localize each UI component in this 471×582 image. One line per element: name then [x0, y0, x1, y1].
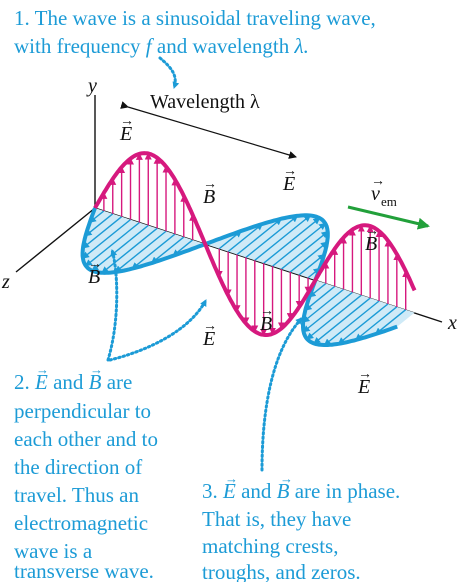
b-field-vector: [289, 241, 328, 273]
z-axis-label: z: [1, 271, 10, 293]
e-label-crest-2: E: [282, 173, 295, 195]
note3-line4: troughs, and zeros.: [202, 560, 361, 582]
b-field-vector: [354, 306, 398, 341]
note1-frequency-symbol: f: [146, 34, 155, 58]
b-field-vector: [374, 309, 407, 335]
b-field-vector: [245, 215, 299, 258]
b-field-vector: [82, 219, 131, 259]
note2-line6: electromagnetic: [14, 511, 148, 535]
note2-e-symbol: E: [34, 370, 48, 394]
note2-and: and: [48, 370, 89, 394]
note3-and: and: [236, 479, 277, 503]
b-label-2-arrow: →: [365, 224, 379, 239]
b-label-2: B: [365, 233, 377, 255]
b-label-3-arrow: →: [88, 257, 102, 272]
note2-line2: perpendicular to: [14, 399, 151, 423]
b-field-vector: [298, 253, 326, 276]
b-field-vectors: [82, 210, 407, 346]
b-field-vector: [131, 233, 176, 270]
z-axis: [15, 207, 96, 273]
note3-line2: That is, they have: [202, 507, 351, 531]
e-label-trough-1-arrow: →: [203, 319, 217, 334]
note2-line1: 2. E and B are: [14, 370, 132, 394]
y-axis-label: y: [86, 75, 97, 97]
e-field-wave: [93, 151, 417, 337]
b-label-1: B: [203, 186, 215, 208]
note2: 2. E and B are → → perpendicular to each…: [14, 362, 158, 582]
b-field-vector: [302, 288, 345, 323]
note2-pointers: [106, 248, 208, 362]
axes: [15, 95, 443, 323]
b-field-vector: [323, 300, 380, 346]
b-field-vector: [114, 230, 167, 273]
note3-b-symbol: B: [277, 479, 290, 503]
note2-pointer-e: [108, 298, 208, 362]
velocity-subscript: em: [381, 194, 397, 209]
note3: 3. E and B are in phase. → → That is, th…: [202, 471, 400, 582]
velocity-arrow: [347, 205, 430, 230]
wavelength-dimension-arrow: [120, 101, 297, 159]
b-field-vector: [304, 285, 336, 311]
b-field-vector: [91, 224, 149, 272]
b-field-vector: [337, 303, 389, 345]
b-field-vector: [85, 221, 140, 267]
x-axis-label: x: [447, 312, 457, 334]
velocity-symbol: v: [371, 183, 380, 205]
b-label-3: B: [88, 266, 100, 288]
note3-e-symbol: E: [222, 479, 236, 503]
b-field-wave: [80, 207, 398, 347]
b-field-vector: [263, 217, 321, 264]
note2-line5: travel. Thus an: [14, 483, 139, 507]
e-label-crest-1: E: [119, 123, 132, 145]
note1-pointer: [158, 56, 180, 90]
e-label-crest-1-arrow: →: [120, 114, 134, 129]
note1-line2: with frequency f and wavelength λ.: [14, 34, 309, 58]
e-label-trough-2: E: [357, 376, 370, 398]
note3-rest: are in phase.: [289, 479, 400, 503]
note2-number: 2.: [14, 370, 35, 394]
b-field-vector: [272, 222, 327, 267]
b-label-4: B: [260, 313, 272, 335]
b-field-vector: [254, 214, 312, 261]
note3-number: 3.: [202, 479, 223, 503]
note2-line7: wave is a: [14, 539, 93, 563]
note2-e-arrow: →: [36, 362, 49, 377]
note3-e-arrow: →: [225, 471, 238, 486]
note3-b-arrow: →: [280, 471, 293, 486]
e-label-trough-2-arrow: →: [358, 367, 372, 382]
note2-pointer-b: [106, 248, 119, 362]
b-label-1-arrow: →: [203, 177, 217, 192]
note3-pointer: [260, 316, 304, 472]
b-field-vector: [302, 291, 353, 333]
note2-line3: each other and to: [14, 427, 158, 451]
b-field-vector: [236, 218, 283, 256]
b-field-vector: [82, 216, 123, 249]
note2-line4: the direction of: [14, 455, 142, 479]
note2-b-symbol: B: [89, 370, 102, 394]
note2-line8: transverse wave.: [14, 559, 154, 582]
velocity-label: v em →: [371, 174, 397, 209]
note1-line2-pre: with frequency: [14, 34, 146, 58]
e-label-crest-2-arrow: →: [283, 164, 297, 179]
note1-line1: 1. The wave is a sinusoidal traveling wa…: [14, 6, 376, 30]
b-field-vector: [150, 236, 185, 264]
note2-b-arrow: →: [90, 362, 103, 377]
b-field-vector: [280, 231, 329, 270]
wavelength-label: Wavelength λ: [150, 91, 260, 113]
note3-line1: 3. E and B are in phase.: [202, 479, 400, 503]
b-field-vector: [101, 227, 158, 274]
b-field-vector: [313, 297, 371, 345]
note1-wavelength-symbol: λ.: [294, 34, 309, 58]
note1-line2-mid: and wavelength: [152, 34, 295, 58]
field-labels: E→B→E→B→B→E→B→E→: [88, 114, 379, 398]
e-label-trough-1: E: [202, 328, 215, 350]
note2-are: are: [101, 370, 132, 394]
b-field-vector: [306, 294, 362, 340]
b-field-vector: [84, 213, 114, 237]
b-label-4-arrow: →: [260, 304, 274, 319]
b-field-vector: [227, 223, 264, 253]
note3-line3: matching crests,: [202, 534, 338, 558]
velocity-vector-arrow: →: [371, 174, 385, 189]
